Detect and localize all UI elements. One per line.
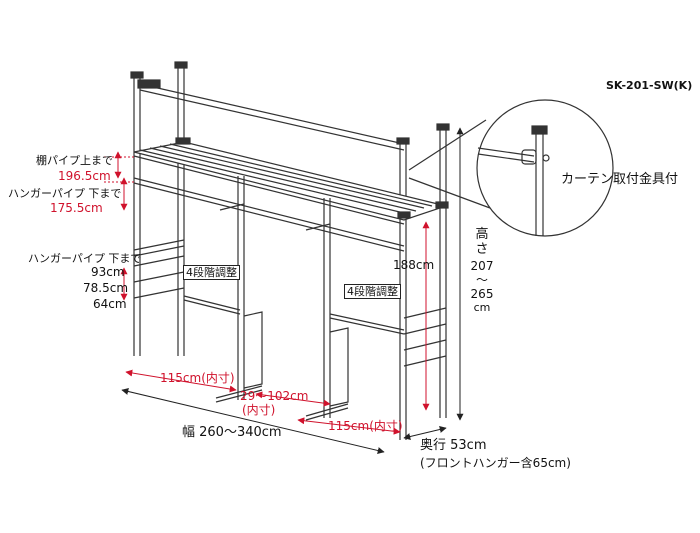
height-char-2: さ (475, 242, 489, 257)
width-mid-sub: (内寸) (242, 403, 276, 417)
shelf-pipe-label: 棚パイプ上まで (36, 154, 113, 167)
black-dimensions (121, 127, 464, 454)
callout-label: カーテン取付金具付 (561, 172, 679, 187)
shelf-pipe-value: 196.5cm (58, 169, 111, 183)
hanger-top-label: ハンガーパイプ 下まで (8, 187, 122, 200)
height-tilde: 〜 (475, 273, 488, 287)
depth-label: 奥行 53cm (420, 438, 487, 453)
hanger-top-value: 175.5cm (50, 201, 103, 215)
hanger-low-label: ハンガーパイプ 下まで (28, 252, 142, 265)
depth-sub-label: (フロントハンガー含65cm) (420, 456, 571, 470)
width-left-label: 115cm(内寸) (160, 371, 235, 385)
height-char-1: 高 (475, 227, 489, 242)
height-max: 265 (470, 287, 494, 301)
hanger-low-64: 64cm (93, 297, 127, 311)
width-total-label: 幅 260〜340cm (182, 425, 282, 440)
adjust-label-right: 4段階調整 (344, 284, 401, 299)
callout-detail (408, 99, 614, 237)
rack-frame (130, 61, 450, 440)
model-number: SK-201-SW(K) (606, 79, 693, 92)
adjust-label-left: 4段階調整 (183, 265, 240, 280)
width-mid-label: 29〜102cm (240, 389, 309, 403)
width-right-label: 115cm(内寸) (328, 419, 403, 433)
hanger-low-93: 93cm (91, 265, 125, 279)
hanger-low-78: 78.5cm (83, 281, 129, 295)
height-label: 高 さ 207 〜 265 cm (462, 228, 502, 313)
inner-height-label: 188cm (393, 258, 435, 272)
height-unit: cm (473, 301, 491, 314)
height-min: 207 (470, 259, 494, 273)
